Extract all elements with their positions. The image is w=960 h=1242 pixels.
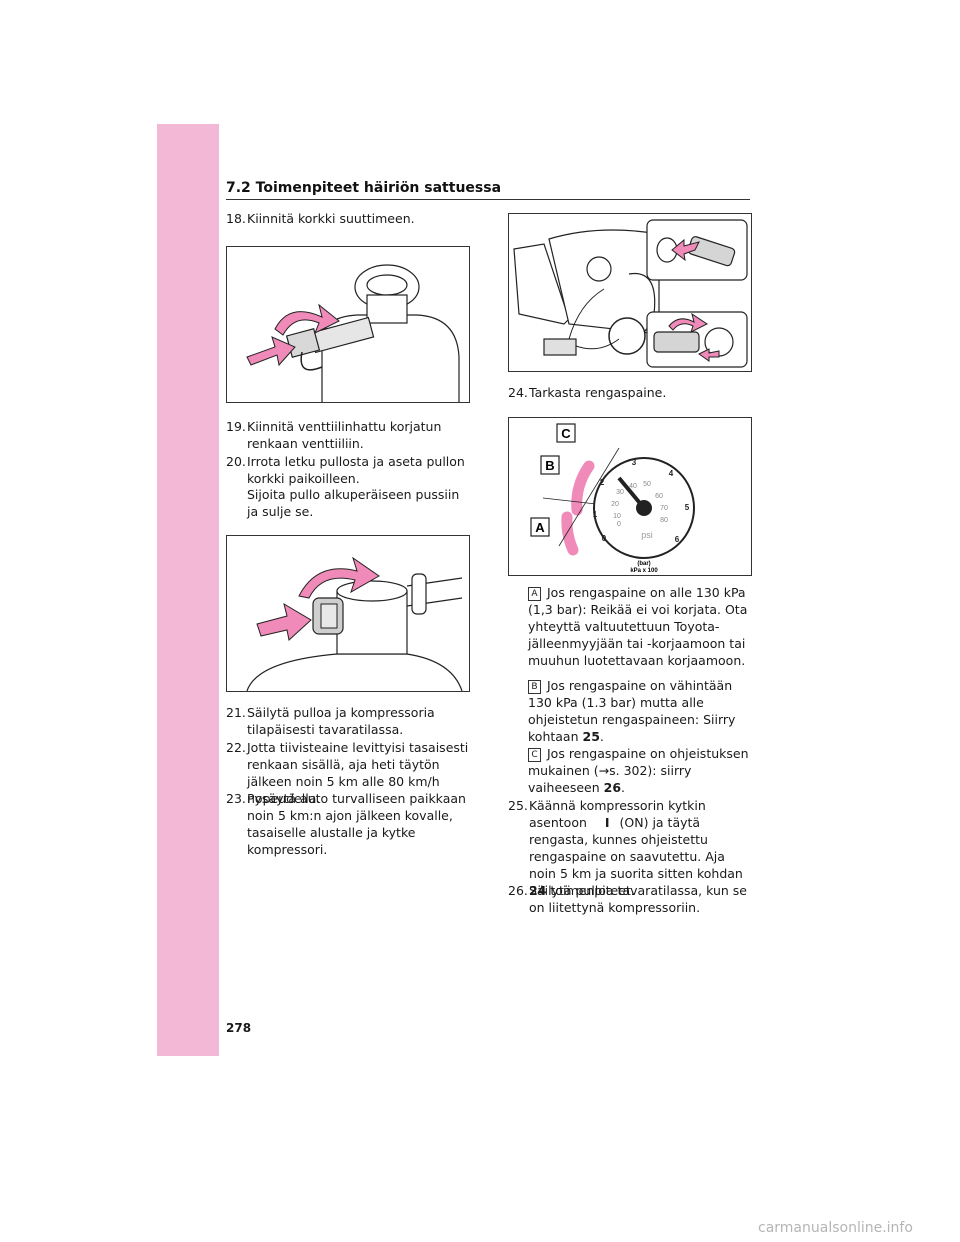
on-switch-symbol: I	[604, 815, 610, 830]
step-18: 18. Kiinnitä korkki suuttimeen.	[226, 210, 476, 227]
cap-on-nozzle-illustration	[226, 246, 470, 403]
kpa-unit-label: kPa x 100	[630, 568, 658, 574]
case-text: Jos rengaspaine on vähintään 130 kPa (1.…	[528, 678, 736, 744]
note-text: Sijoita pullo alkuperäiseen pussiin ja s…	[247, 487, 460, 519]
section-title: 7.2 Toimenpiteet häiriön sattuessa	[226, 180, 502, 196]
step-number: 21.	[226, 705, 246, 720]
gauge-zone-label-c: C	[561, 426, 571, 441]
psi-tick: 30	[616, 489, 624, 496]
case-label-a: A	[528, 587, 541, 601]
case-punct: .	[599, 729, 604, 744]
step-text: Kiinnitä venttiilinhattu korjatun renkaa…	[247, 419, 442, 451]
step-number: 18.	[226, 211, 246, 226]
case-punct: .	[621, 780, 626, 795]
step-20-note: Sijoita pullo alkuperäiseen pussiin ja s…	[226, 486, 471, 520]
watermark: carmanualsonline.info	[758, 1220, 913, 1236]
step-ref: 24	[529, 883, 547, 898]
section-tab-bar	[157, 124, 219, 1056]
case-text: Jos rengaspaine on alle 130 kPa (1,3 bar…	[528, 585, 748, 668]
step-number: 26.	[508, 883, 528, 898]
psi-tick: 50	[643, 481, 651, 488]
step-23: 23. Pysäytä auto turvalliseen paikkaan n…	[226, 790, 471, 858]
bar-tick: 3	[632, 458, 637, 467]
step-text: Säilytä pulloa tavaratilassa, kun se on …	[529, 883, 747, 915]
step-number: 22.	[226, 740, 246, 755]
bar-tick: 1	[593, 510, 598, 519]
bar-tick: 4	[669, 469, 674, 478]
bar-tick: 0	[602, 534, 607, 543]
step-text: Pysäytä auto turvalliseen paikkaan noin …	[247, 791, 466, 857]
title-divider	[226, 199, 750, 200]
step-number: 20.	[226, 454, 246, 469]
case-label-b: B	[528, 680, 541, 694]
step-number: 24.	[508, 385, 528, 400]
step-20: 20. Irrota letku pullosta ja aseta pullo…	[226, 453, 471, 487]
psi-tick: 80	[660, 517, 668, 524]
step-text: (ON) ja täytä rengasta, kunnes ohjeistet…	[529, 815, 743, 881]
psi-tick: 40	[629, 483, 637, 490]
step-19: 19. Kiinnitä venttiilinhattu korjatun re…	[226, 418, 471, 452]
step-25: 25. Käännä kompressorin kytkin asentoon …	[508, 797, 753, 899]
step-24: 24. Tarkasta rengaspaine.	[508, 384, 748, 401]
bar-tick: 2	[600, 478, 605, 487]
step-number: 23.	[226, 791, 246, 806]
step-text: toimenpiteet.	[550, 883, 635, 898]
psi-tick: 70	[660, 505, 668, 512]
step-text: Käännä kompressorin kytkin asentoon	[529, 798, 706, 830]
psi-tick: 20	[611, 501, 619, 508]
step-number: 25.	[508, 798, 528, 813]
case-step-ref: 26	[603, 780, 622, 795]
step-number: 19.	[226, 419, 246, 434]
page-number: 278	[226, 1021, 252, 1035]
bottle-cap-illustration	[226, 535, 470, 692]
psi-label: psi	[641, 530, 653, 540]
step-text: Tarkasta rengaspaine.	[529, 385, 667, 400]
psi-tick: 10	[613, 513, 621, 520]
step-21: 21. Säilytä pulloa ja kompressoria tilap…	[226, 704, 471, 738]
step-text: Säilytä pulloa ja kompressoria tilapäise…	[247, 705, 435, 737]
case-step-ref: 25	[582, 729, 600, 744]
gauge-zone-label-b: B	[545, 458, 554, 473]
case-label-c: C	[528, 748, 541, 762]
step-26: 26. Säilytä pulloa tavaratilassa, kun se…	[508, 882, 753, 916]
bar-tick: 6	[675, 535, 680, 544]
step-22: 22. Jotta tiivisteaine levittyisi tasais…	[226, 739, 471, 807]
step-text: Jotta tiivisteaine levittyisi tasaisesti…	[247, 740, 469, 806]
step-text: Kiinnitä korkki suuttimeen.	[247, 211, 415, 226]
bar-unit-label: (bar)	[637, 561, 650, 567]
psi-tick: 60	[655, 493, 663, 500]
pressure-gauge-illustration: C B A 0 1 2 3 4 5 6 0 10 20 30 40 50 60 …	[508, 417, 752, 576]
case-text: Jos rengaspaine on ohjeistuksen mukainen…	[528, 746, 749, 795]
psi-tick: 0	[617, 521, 621, 528]
gauge-zone-label-a: A	[535, 520, 545, 535]
car-compressor-illustration	[508, 213, 752, 372]
step-text: Irrota letku pullosta ja aseta pullon ko…	[247, 454, 465, 486]
bar-tick: 5	[685, 503, 690, 512]
